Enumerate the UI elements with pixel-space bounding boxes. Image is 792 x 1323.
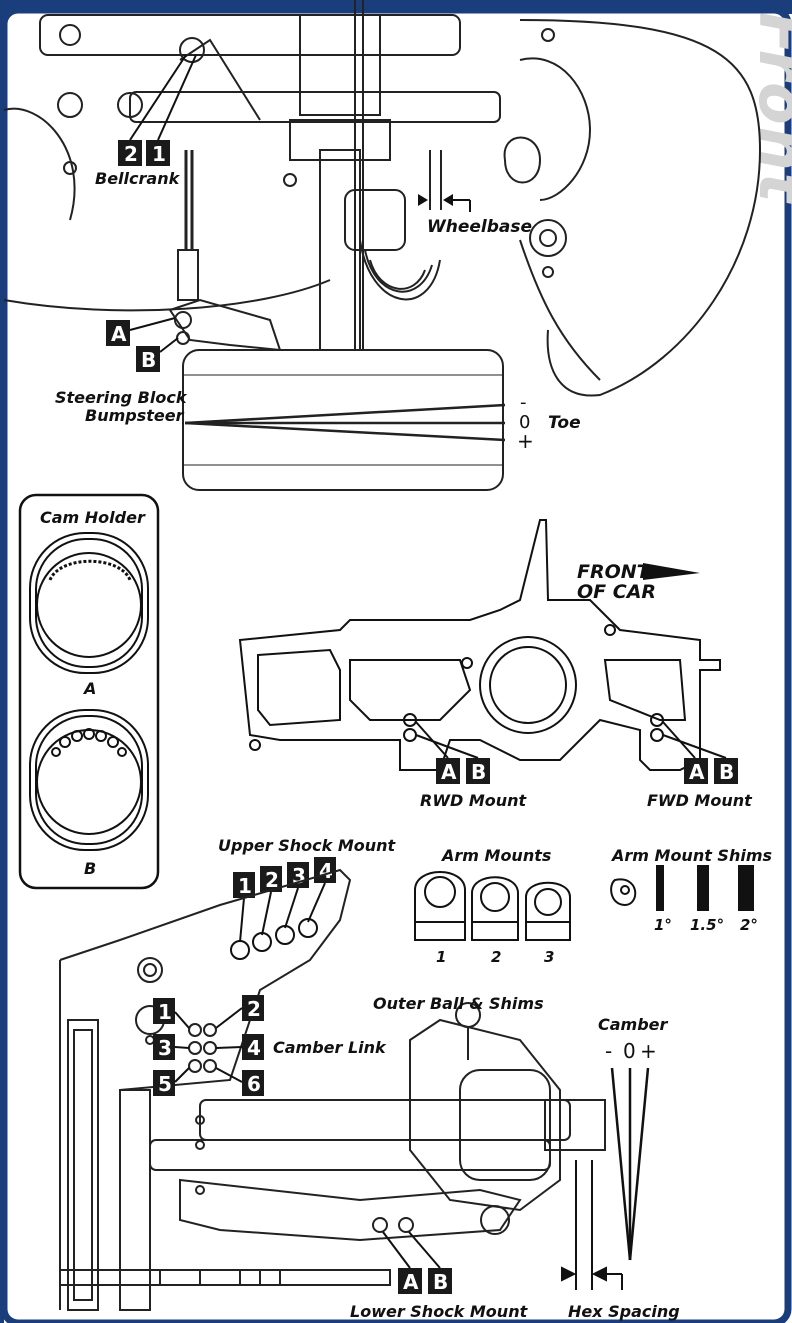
lower-shock-position-a: A: [398, 1268, 422, 1294]
bellcrank-position-2: 2: [118, 140, 142, 166]
front-of-car-line1: FRONT: [577, 561, 652, 583]
camber-link-position-4: 4: [242, 1034, 264, 1060]
svg-text:A: A: [403, 1270, 419, 1294]
front-side-title: Front: [745, 12, 792, 205]
bellcrank-label: Bellcrank: [95, 169, 181, 188]
cam-option-b-label: B: [84, 859, 96, 878]
cam-option-b-diagram: [29, 709, 149, 851]
rwd-position-a: A: [436, 758, 460, 784]
camber-link-leaders: [174, 1007, 243, 1083]
cam-holder-box: [18, 493, 160, 890]
svg-text:5: 5: [158, 1072, 172, 1096]
wheelbase-label: Wheelbase: [427, 217, 532, 237]
camber-link-position-6: 6: [242, 1070, 264, 1096]
toe-zero-mark: 0: [519, 412, 530, 433]
camber-label: Camber: [598, 1015, 669, 1034]
shim-2deg: [738, 865, 754, 911]
steering-section: [3, 0, 762, 491]
arm-mounts-title: Arm Mounts: [440, 846, 551, 865]
upper-shock-position-4: 4: [314, 857, 336, 883]
svg-text:1: 1: [158, 1000, 172, 1024]
upper-shock-position-1: 1: [233, 872, 255, 898]
lower-shock-mount-label: Lower Shock Mount: [350, 1302, 529, 1321]
cam-holder-title: Cam Holder: [40, 508, 146, 527]
upper-shock-mount-title: Upper Shock Mount: [218, 836, 397, 855]
rwd-position-b: B: [466, 758, 490, 784]
svg-text:1: 1: [238, 874, 252, 898]
arm-mount-diagrams: [414, 871, 571, 941]
arm-mount-option-3: 3: [544, 948, 554, 966]
camber-link-position-1: 1: [153, 998, 175, 1024]
hex-spacing-marks: [561, 1160, 623, 1290]
bellcrank-position-1: 1: [146, 140, 170, 166]
front-of-car-line2: OF CAR: [577, 581, 656, 603]
shim-option-1-5: 1.5°: [690, 916, 724, 934]
svg-text:B: B: [433, 1270, 448, 1294]
cam-option-a-diagram: [29, 532, 149, 674]
camber-zero-mark: 0: [623, 1039, 636, 1063]
svg-text:B: B: [141, 348, 156, 372]
upper-shock-position-2: 2: [260, 866, 282, 892]
camber-minus-mark: -: [605, 1039, 612, 1063]
svg-text:2: 2: [265, 868, 279, 892]
arm-mount-option-2: 2: [491, 948, 501, 966]
cam-option-a-label: A: [82, 679, 96, 698]
svg-text:2: 2: [247, 997, 261, 1021]
wheelbase-arrows: [418, 194, 471, 212]
rear-suspension-drawing: [59, 868, 606, 1311]
svg-text:3: 3: [158, 1036, 172, 1060]
camber-link-position-5: 5: [153, 1070, 175, 1096]
toe-minus-mark: -: [520, 392, 527, 413]
camber-link-position-2: 2: [242, 995, 264, 1021]
camber-link-position-3: 3: [153, 1034, 175, 1060]
svg-text:A: A: [689, 760, 705, 784]
bumpsteer-label-line2: Bumpsteer: [85, 406, 185, 425]
toe-label: Toe: [548, 413, 581, 433]
left-border: [0, 14, 4, 1323]
fwd-position-b: B: [714, 758, 738, 784]
svg-text:B: B: [471, 760, 486, 784]
svg-text:1: 1: [152, 142, 166, 166]
bumpsteer-label-line1: Steering Block: [55, 388, 188, 407]
svg-text:B: B: [719, 760, 734, 784]
shim-option-1: 1°: [654, 916, 672, 934]
camber-plus-mark: +: [640, 1039, 657, 1063]
camber-lines: [610, 1067, 650, 1261]
fwd-mount-label: FWD Mount: [647, 791, 753, 810]
bumpsteer-position-a: A: [106, 320, 130, 346]
fwd-position-a: A: [684, 758, 708, 784]
svg-text:A: A: [111, 322, 127, 346]
shim-1-5deg: [697, 865, 709, 911]
svg-text:A: A: [441, 760, 457, 784]
lower-shock-position-b: B: [428, 1268, 452, 1294]
arm-mount-option-1: 1: [436, 948, 446, 966]
front-arrow-icon: [643, 563, 700, 580]
toe-plus-mark: +: [517, 429, 534, 453]
camber-link-label: Camber Link: [273, 1038, 387, 1057]
hex-spacing-label: Hex Spacing: [568, 1302, 680, 1321]
upper-shock-holes: [230, 882, 326, 960]
svg-text:4: 4: [247, 1036, 261, 1060]
bumpsteer-position-b: B: [136, 346, 160, 372]
svg-text:2: 2: [124, 142, 138, 166]
outer-ball-label: Outer Ball & Shims: [373, 994, 544, 1013]
arm-mount-shims-title: Arm Mount Shims: [610, 846, 772, 865]
svg-text:4: 4: [319, 859, 333, 883]
svg-text:6: 6: [247, 1072, 261, 1096]
shim-option-2: 2°: [740, 916, 758, 934]
rwd-mount-label: RWD Mount: [420, 791, 528, 810]
shim-washer-icon: [610, 878, 637, 907]
shim-1deg: [656, 865, 664, 911]
